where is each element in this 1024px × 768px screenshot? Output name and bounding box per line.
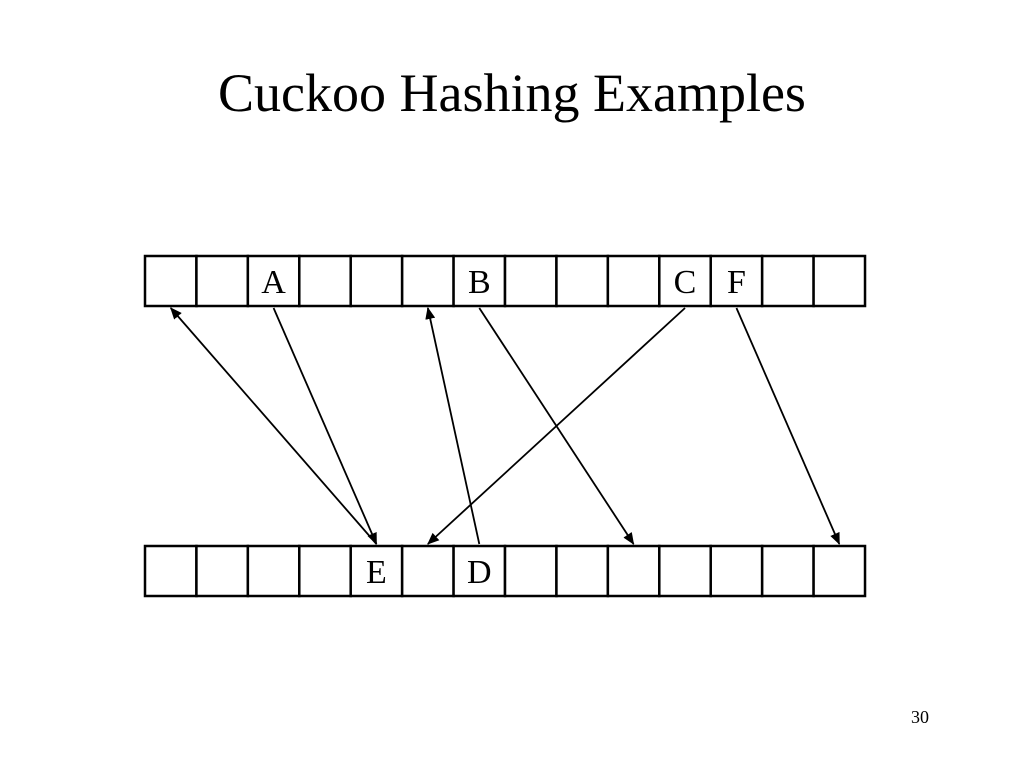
table-2-slot-8 — [555, 544, 610, 598]
page-number: 30 — [911, 707, 929, 727]
key-label-c: C — [674, 264, 697, 301]
hash-link-arrow-1 — [272, 307, 378, 545]
table-1-slot-0 — [143, 254, 198, 308]
table-1-slot-8 — [555, 254, 610, 308]
table-2-slot-11 — [709, 544, 764, 598]
table-1-slot-3 — [298, 254, 352, 308]
table-2-slot-2 — [246, 544, 301, 598]
table-2-slot-10 — [658, 544, 712, 598]
table-2-slot-6 — [452, 544, 507, 598]
key-label-b: B — [468, 264, 491, 301]
table-2-slot-13 — [812, 544, 867, 598]
hash-link-arrow-6 — [735, 307, 841, 545]
key-label-e: E — [366, 554, 387, 591]
table-2-slot-7 — [503, 544, 558, 598]
table-1-slot-11 — [709, 254, 764, 308]
table-1-slot-5 — [400, 254, 455, 308]
table-1-slot-12 — [760, 254, 815, 308]
hash-link-arrow-5 — [427, 307, 686, 545]
table-2-slot-0 — [143, 544, 198, 598]
hash-links — [170, 307, 841, 545]
table-1-slot-2 — [246, 254, 301, 308]
table-1-slot-7 — [503, 254, 558, 308]
key-label-d: D — [467, 554, 492, 591]
table-2-slot-1 — [195, 544, 250, 598]
table-2-slot-3 — [298, 544, 352, 598]
table-1-slot-1 — [195, 254, 250, 308]
hash-link-arrow-2 — [170, 307, 378, 545]
key-label-a: A — [261, 264, 286, 301]
table-2-slot-9 — [606, 544, 661, 598]
key-label-f: F — [727, 264, 746, 301]
table-2-slot-5 — [400, 544, 455, 598]
table-2-slot-4 — [349, 544, 404, 598]
table-1-slot-13 — [812, 254, 867, 308]
table-1-slot-4 — [349, 254, 404, 308]
table-1-slot-9 — [606, 254, 661, 308]
table-2-slot-12 — [760, 544, 815, 598]
slide-title: Cuckoo Hashing Examples — [218, 63, 806, 123]
table-1-slot-6 — [452, 254, 507, 308]
hash-link-arrow-3 — [425, 307, 481, 545]
table-1-slot-10 — [658, 254, 712, 308]
